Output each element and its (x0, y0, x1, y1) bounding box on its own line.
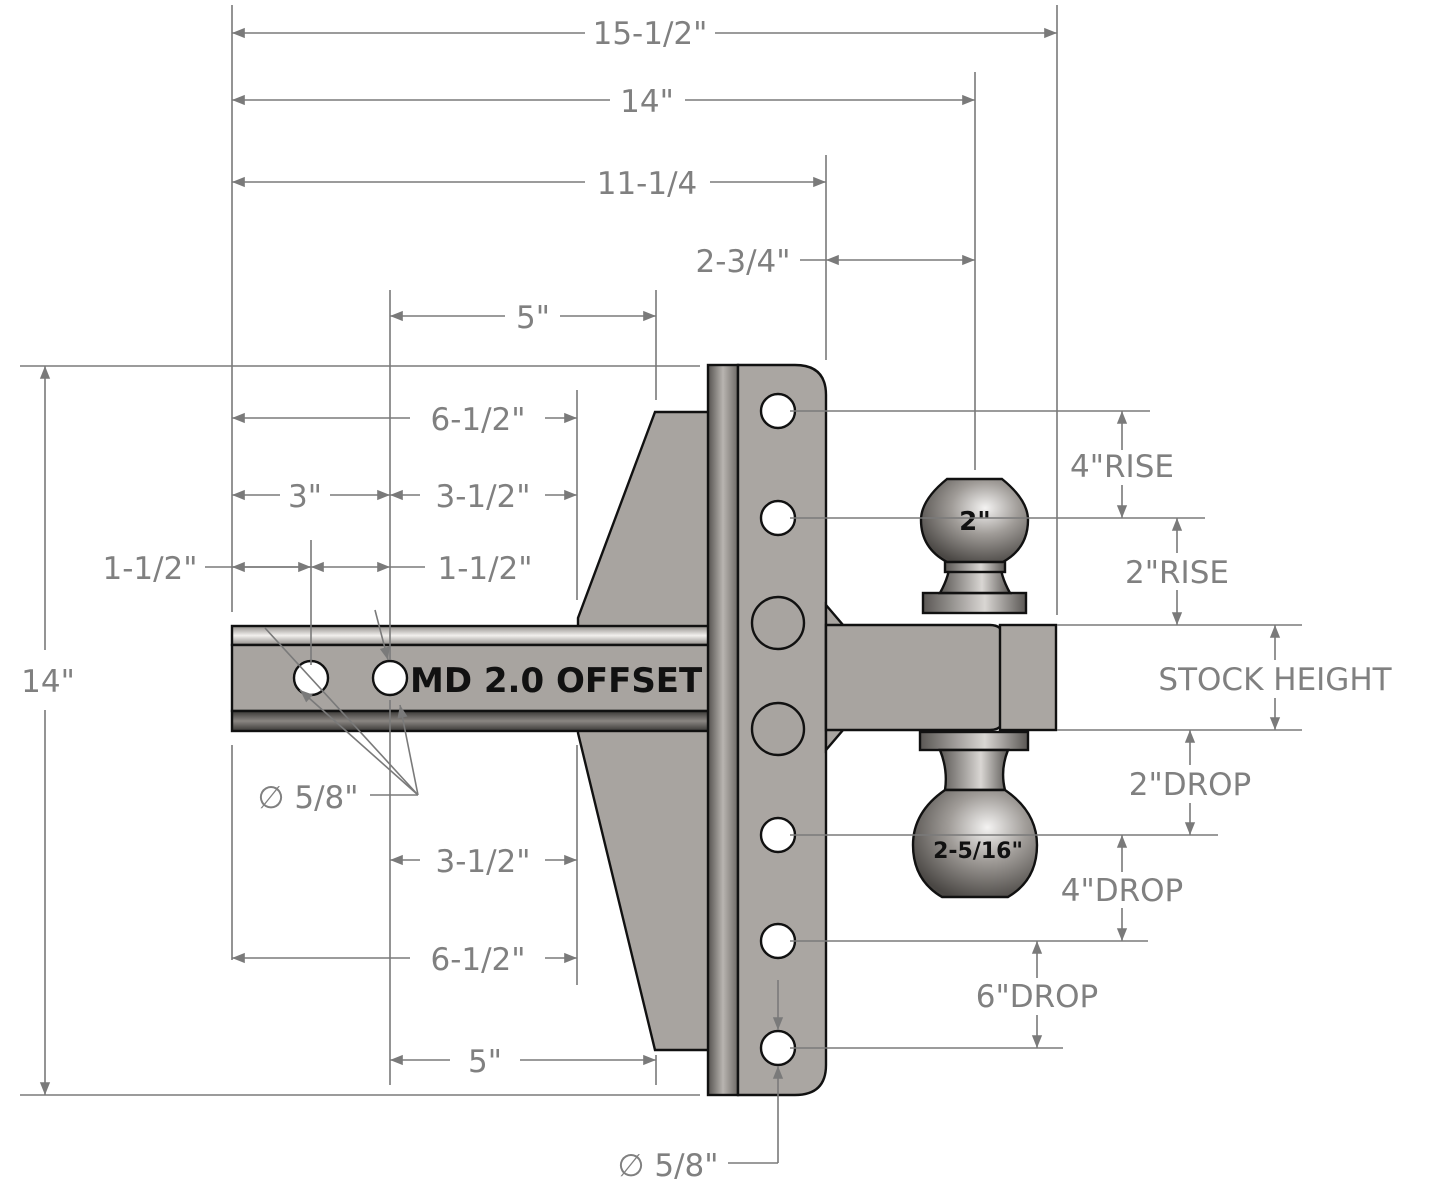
ball-top: 2" (919, 477, 1030, 615)
dim-lower-6-5: 6-1/2" (430, 942, 525, 978)
dim-overall-width: 15-1/2" (593, 16, 708, 52)
plate-hole-5 (759, 1029, 797, 1067)
dim-drop-2: 2"DROP (1129, 767, 1252, 803)
dim-upper-3: 3" (288, 479, 322, 515)
dim-rise-2: 2"RISE (1125, 555, 1229, 591)
dim-upper-6-5: 6-1/2" (430, 402, 525, 438)
dim-hole-diameter-shank: ∅ 5/8" (257, 780, 358, 816)
dim-lower-3-5: 3-1/2" (435, 844, 530, 880)
dim-upper-3-5: 3-1/2" (435, 479, 530, 515)
plate-pin-1 (750, 595, 806, 651)
dim-drop-4: 4"DROP (1061, 873, 1184, 909)
dim-drop-6: 6"DROP (976, 979, 1099, 1015)
dim-gusset-top: 5" (516, 300, 550, 336)
dim-stock-height: STOCK HEIGHT (1158, 662, 1392, 698)
dim-to-top-ball: 14" (620, 84, 674, 120)
plate-pin-2 (750, 701, 806, 757)
drop-plate (706, 363, 828, 1097)
ball-bottom-label: 2-5/16" (933, 839, 1023, 864)
ball-bottom: 2-5/16" (911, 730, 1039, 899)
ball-top-label: 2" (959, 507, 991, 537)
dim-hole-right: 1-1/2" (437, 551, 532, 587)
dim-to-plate-face: 11-1/4 (597, 166, 698, 202)
dimension-labels: 15-1/2" 14" 11-1/4 2-3/4" 5" 6-1/2" 3" 3… (21, 16, 1392, 1184)
dim-gusset-bottom: 5" (468, 1044, 502, 1080)
ball-mount (824, 601, 1058, 754)
plate-hole-3 (759, 816, 797, 854)
dimension-lines (20, 5, 1302, 1164)
product-label: MD 2.0 OFFSET (410, 661, 703, 701)
dim-overall-height: 14" (21, 664, 75, 700)
shank-hole-right (371, 659, 409, 697)
plate-hole-1 (759, 392, 797, 430)
plate-hole-2 (759, 499, 797, 537)
plate-hole-4 (759, 922, 797, 960)
dim-hole-left: 1-1/2" (102, 551, 197, 587)
dim-hole-diameter-plate: ∅ 5/8" (617, 1148, 718, 1184)
dim-plate-to-ball: 2-3/4" (695, 244, 790, 280)
dim-rise-4: 4"RISE (1070, 449, 1174, 485)
shank: MD 2.0 OFFSET (230, 624, 712, 733)
